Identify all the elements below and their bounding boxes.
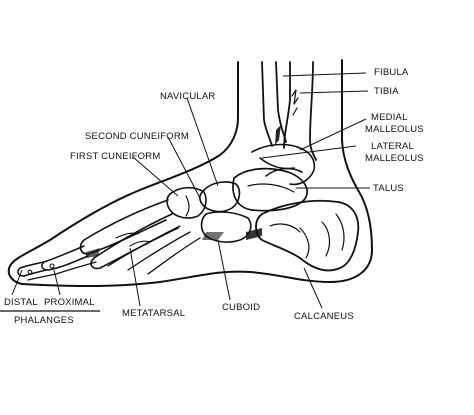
ankle-joint <box>251 143 316 186</box>
label-medial-malleolus-line2: MALLEOLUS <box>365 124 424 135</box>
metatarsal-bones <box>79 199 201 275</box>
fibula-bone <box>261 61 287 147</box>
cuboid-bone <box>200 211 252 243</box>
label-proximal: PROXIMAL <box>44 297 95 308</box>
first-cuneiform-leader <box>132 156 179 197</box>
leader-lines <box>0 72 370 312</box>
label-first-cuneiform: FIRST CUNEIFORM <box>70 151 160 162</box>
fibula-leader <box>282 72 367 77</box>
label-calcaneus: CALCANEUS <box>294 311 354 322</box>
label-medial-malleolus-line1: MEDIAL <box>371 112 408 123</box>
metatarsal-leader <box>129 247 141 307</box>
label-metatarsal: METATARSAL <box>122 308 185 319</box>
label-lateral-malleolus-line2: MALLEOLUS <box>365 153 424 164</box>
shading-marks <box>86 125 281 258</box>
foot-outline <box>7 59 373 287</box>
calcaneus-leader <box>303 267 323 309</box>
navicular-leader <box>186 97 219 187</box>
lateral-malleolus-leader <box>261 145 357 159</box>
cuboid-leader <box>217 239 231 301</box>
label-cuboid: CUBOID <box>222 302 260 313</box>
proximal-leader <box>53 269 61 296</box>
tibia-leader <box>299 90 369 94</box>
label-distal: DISTAL <box>4 297 38 308</box>
cuneiform-bones <box>166 186 207 219</box>
second-cuneiform-leader <box>167 136 201 199</box>
label-navicular: NAVICULAR <box>160 91 215 102</box>
calcaneus-bone <box>255 199 360 272</box>
phalanges-bones <box>17 245 97 281</box>
medial-malleolus-leader <box>299 118 367 151</box>
navicular-bone <box>199 181 241 213</box>
label-tibia: TIBIA <box>374 86 399 97</box>
talus-bone <box>232 167 308 212</box>
labels: FIBULA TIBIA MEDIAL MALLEOLUS LATERAL MA… <box>4 67 424 326</box>
label-fibula: FIBULA <box>374 67 409 78</box>
label-phalanges: PHALANGES <box>14 315 74 326</box>
label-second-cuneiform: SECOND CUNEIFORM <box>85 131 189 142</box>
distal-leader <box>11 269 23 296</box>
label-talus: TALUS <box>373 183 404 194</box>
label-lateral-malleolus-line1: LATERAL <box>371 141 414 152</box>
tibia-bone <box>283 61 317 161</box>
